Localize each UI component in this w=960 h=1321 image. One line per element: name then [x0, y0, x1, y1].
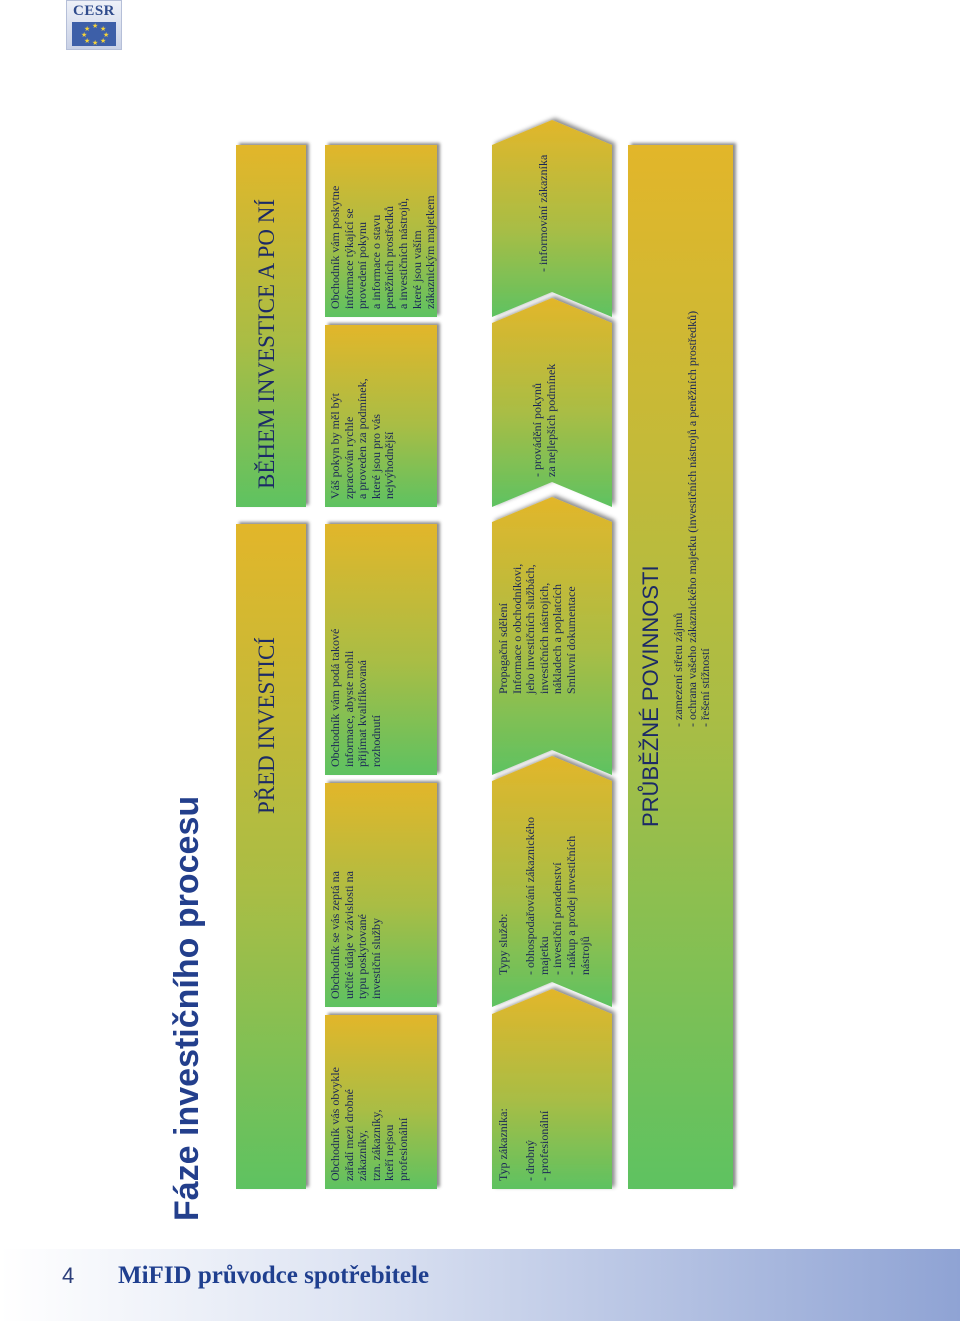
eu-stars-icon: ★★★★★★★★ [72, 22, 116, 47]
arrow-step-information [492, 497, 612, 775]
arrow-label-execution: - provádění pokynů za nejlepších podmíne… [530, 363, 558, 477]
page-number: 4 [62, 1263, 75, 1288]
logo-text: CESR [72, 3, 115, 19]
header-before: PŘED INVESTICÍ [254, 637, 279, 814]
arrow-step-execution [492, 298, 612, 507]
arrow-label-service-types: Typy služeb: - obhospodařování zákaznick… [496, 817, 592, 975]
arrow-step-client-type [492, 989, 612, 1189]
info-box-client-classification: Obchodník vás obvykle zařadí mezi drobné… [325, 1015, 437, 1189]
arrow-step-service-types [492, 756, 612, 1007]
info-box-order-execution: Váš pokyn by měl být zpracován rychle a … [325, 325, 437, 507]
process-arrows [492, 120, 612, 1189]
info-box-information: Obchodník vám podá takové informace, aby… [325, 524, 437, 775]
arrow-step-reporting [492, 120, 612, 317]
footer-band [0, 1249, 960, 1321]
info-box-reporting: Obchodník vám poskytne informace týkajíc… [325, 145, 437, 317]
arrow-label-information: Propagační sdělení Informace o obchodník… [496, 563, 578, 694]
book-title: MiFID průvodce spotřebitele [118, 1262, 430, 1289]
page-title: Fáze investičního procesu [168, 795, 206, 1221]
arrow-label-reporting: - informování zákazníka [536, 154, 550, 272]
info-box-client-questions: Obchodník se vás zeptá na určité údaje v… [325, 783, 437, 1007]
process-diagram: Fáze investičního procesu PŘED INVESTICÍ… [168, 120, 733, 1221]
header-before-box [236, 524, 306, 1189]
arrow-label-client-type: Typ zákazníka: - drobný - profesionální [496, 1108, 551, 1181]
cesr-logo: CESR ★★★★★★★★ [66, 0, 122, 50]
header-after: BĚHEM INVESTICE A PO NÍ [254, 198, 279, 489]
ongoing-obligations-title: PRŮBĚŽNÉ POVINNOSTI [638, 565, 663, 827]
ongoing-obligations-list: - zamezení střetu zájmů - ochrana vašeho… [671, 310, 712, 727]
